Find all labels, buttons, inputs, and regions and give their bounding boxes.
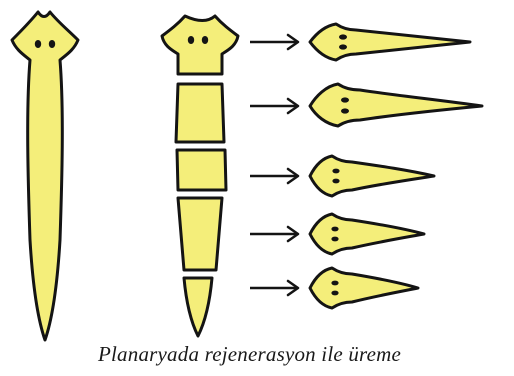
- whole-planarian-body: [12, 12, 78, 340]
- regenerated-planarian-1-eye-top: [339, 34, 347, 39]
- cut-piece-tail: [184, 278, 212, 336]
- diagram-caption: Planaryada rejenerasyon ile üreme: [98, 342, 401, 367]
- whole-planarian: [12, 12, 78, 340]
- regenerated-planarian-2: [310, 84, 482, 126]
- whole-planarian-eye-left: [35, 40, 41, 48]
- regenerated-planarian-1: [310, 24, 470, 60]
- arrow-3: [250, 169, 298, 183]
- arrows: [250, 35, 298, 295]
- regenerated-planarian-4-eye-bottom: [331, 237, 338, 242]
- regenerated-planarian-2-body: [310, 84, 482, 126]
- regenerated-planarian-1-eye-bottom: [339, 44, 347, 49]
- regenerated-planarian-2-eye-bottom: [341, 108, 349, 113]
- cut-piece-head: [162, 16, 238, 74]
- cut-piece-head-eye-left: [188, 36, 194, 44]
- regenerated-planarian-3-body: [310, 156, 434, 196]
- regenerated-planarian-3-eye-top: [332, 169, 339, 174]
- regenerated-planarians: [310, 24, 482, 308]
- cut-piece-2: [176, 84, 224, 142]
- regenerated-planarian-5-eye-bottom: [331, 291, 338, 296]
- cut-piece-head-shape: [162, 16, 238, 74]
- regenerated-planarian-4: [310, 214, 424, 254]
- cut-piece-3: [177, 150, 226, 190]
- regenerated-planarian-3-eye-bottom: [332, 179, 339, 184]
- regenerated-planarian-4-eye-top: [331, 227, 338, 232]
- cut-piece-4: [178, 198, 222, 270]
- regenerated-planarian-1-body: [310, 24, 470, 60]
- arrow-2: [250, 99, 298, 113]
- arrow-1: [250, 35, 298, 49]
- regenerated-planarian-3: [310, 156, 434, 196]
- whole-planarian-eye-right: [49, 40, 55, 48]
- cut-piece-head-eye-right: [202, 36, 208, 44]
- regenerated-planarian-5: [310, 268, 418, 308]
- arrow-5: [250, 281, 298, 295]
- regenerated-planarian-2-eye-top: [341, 97, 349, 102]
- regenerated-planarian-4-body: [310, 214, 424, 254]
- arrow-4: [250, 227, 298, 241]
- regenerated-planarian-5-eye-top: [331, 281, 338, 286]
- regenerated-planarian-5-body: [310, 268, 418, 308]
- cut-pieces: [162, 16, 238, 336]
